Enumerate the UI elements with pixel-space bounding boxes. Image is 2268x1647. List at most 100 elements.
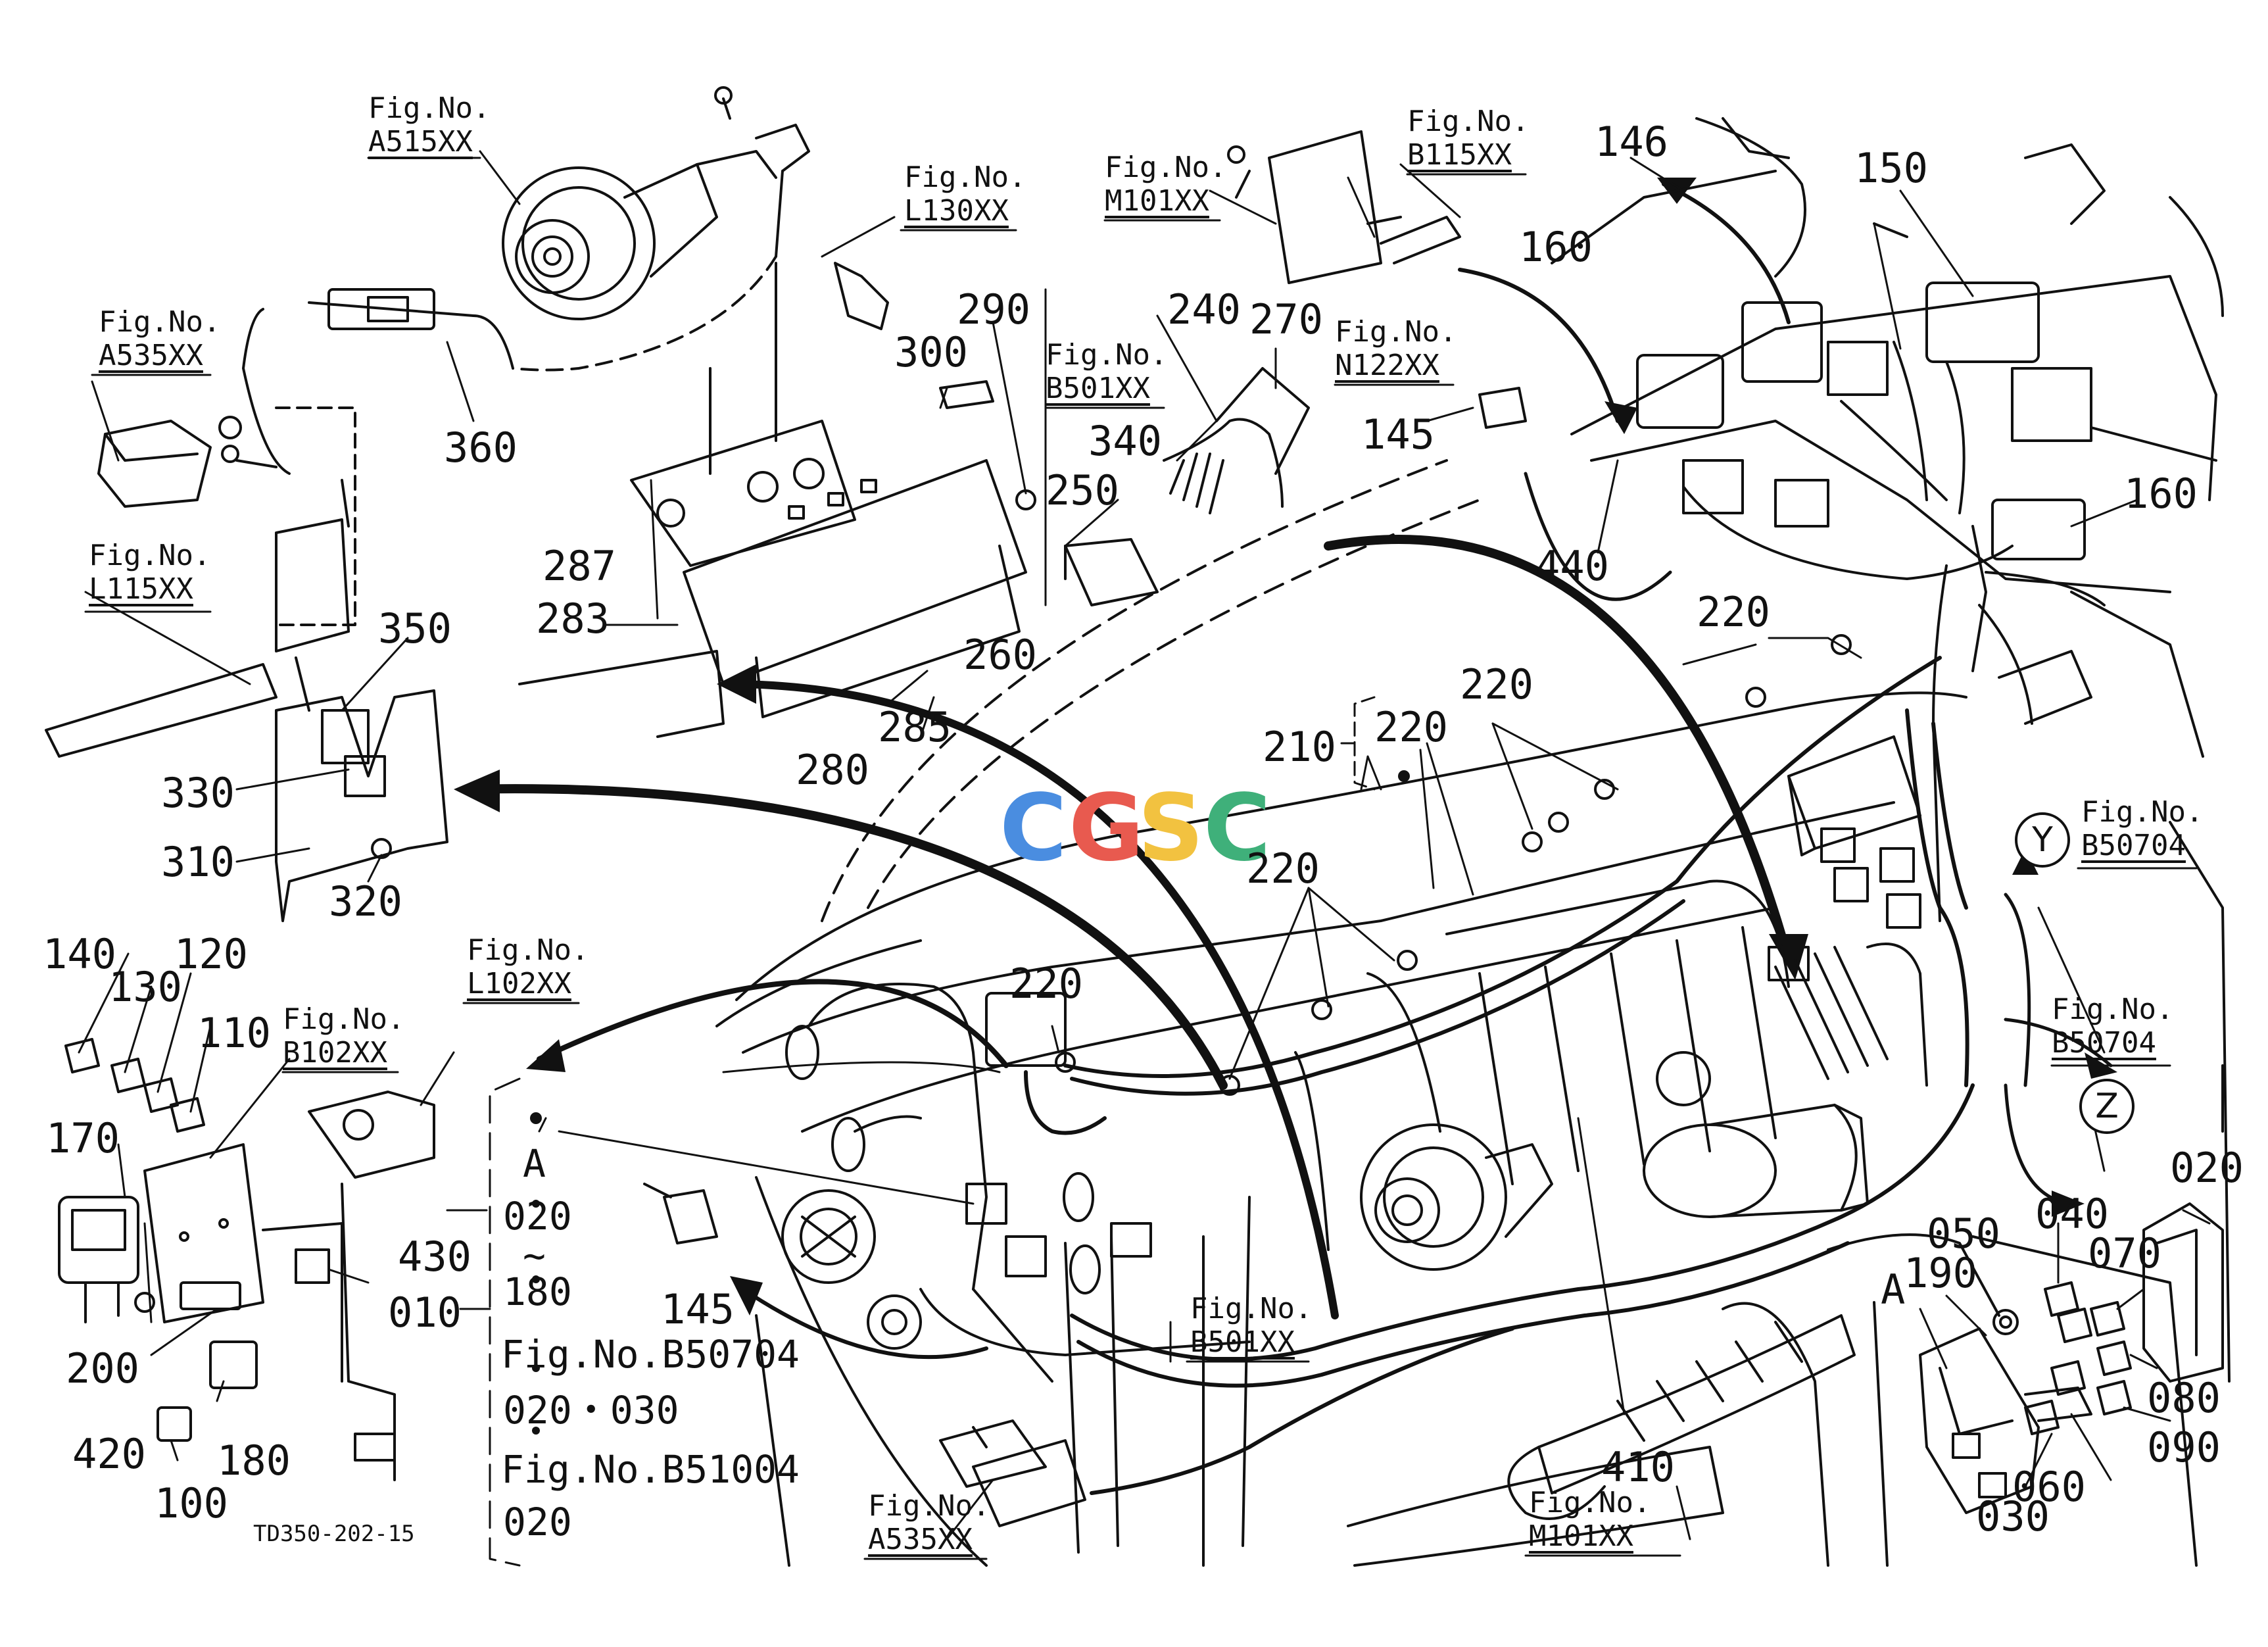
legend-dots <box>530 770 1410 1435</box>
callout-200: 200 <box>66 1344 139 1392</box>
callout-100: 100 <box>155 1479 228 1527</box>
connector-a535-lower <box>939 1419 1047 1488</box>
callout-130: 130 <box>109 963 182 1011</box>
callout-260: 260 <box>963 631 1037 679</box>
callout-283: 283 <box>536 595 610 643</box>
relay-170 <box>58 1196 139 1323</box>
watermark-cgsc: C G S C <box>1000 783 1289 881</box>
legend-range-start: 020 <box>503 1194 572 1239</box>
callout-220-a: 220 <box>1697 588 1770 636</box>
callout-440: 440 <box>1535 542 1609 590</box>
fig-ref-b501-top: Fig.No.B501XX <box>1046 338 1168 405</box>
starter-motor <box>1643 1051 1869 1218</box>
callout-290: 290 <box>957 285 1030 333</box>
legend-mark-a: A <box>523 1141 546 1186</box>
callout-080: 080 <box>2147 1374 2221 1422</box>
watermark-letter-c1: C <box>1000 775 1067 882</box>
ecu-box <box>1787 735 1921 929</box>
callout-090: 090 <box>2147 1423 2221 1471</box>
hood-outline <box>715 459 2231 1567</box>
callout-220-d: 220 <box>1246 845 1320 893</box>
callout-280: 280 <box>796 746 869 794</box>
watermark-letter-g: G <box>1069 775 1144 882</box>
callout-mark-a-fusebox: A <box>1881 1266 1906 1314</box>
callout-145-upper: 145 <box>1361 410 1435 458</box>
callout-220-c: 220 <box>1374 703 1448 751</box>
bracket-l115 <box>45 406 356 758</box>
callout-070: 070 <box>2088 1229 2161 1277</box>
callout-270: 270 <box>1249 295 1323 343</box>
fig-ref-b102: Fig.No.B102XX <box>283 1002 405 1069</box>
callout-010: 010 <box>388 1289 462 1337</box>
callout-180: 180 <box>217 1437 291 1485</box>
fig-ref-l102: Fig.No.L102XX <box>467 933 589 1000</box>
callout-330: 330 <box>161 769 235 817</box>
callout-160-upper: 160 <box>1519 223 1593 271</box>
engine-harness-top-right <box>1551 117 2224 922</box>
fig-ref-l115: Fig.No.L115XX <box>89 539 211 606</box>
leader-lines <box>78 150 2211 1540</box>
callout-110: 110 <box>197 1009 271 1057</box>
callout-160-right: 160 <box>2124 470 2198 518</box>
fig-ref-b115: Fig.No.B115XX <box>1407 105 1530 172</box>
callout-220-e: 220 <box>1009 960 1083 1008</box>
fig-ref-a535-top: Fig.No.A535XX <box>99 305 221 372</box>
fig-ref-b501-lower: Fig.No.B501XX <box>1190 1292 1313 1359</box>
legend-bracket <box>459 696 1376 1567</box>
callout-190: 190 <box>1904 1249 1977 1297</box>
callout-146: 146 <box>1595 118 1668 166</box>
watermark-letter-s: S <box>1138 775 1204 882</box>
callout-030: 030 <box>1976 1492 2050 1540</box>
connector-145-upper <box>1478 387 1527 429</box>
callout-050: 050 <box>1927 1210 2000 1258</box>
callout-060: 060 <box>2012 1463 2086 1511</box>
callout-410: 410 <box>1601 1443 1675 1491</box>
fig-ref-n122: Fig.No.N122XX <box>1335 315 1457 382</box>
ref-circle-y: Y <box>2015 812 2070 868</box>
callout-150: 150 <box>1854 144 1928 192</box>
watermark-letter-c2: C <box>1203 775 1271 882</box>
callout-170: 170 <box>46 1114 120 1162</box>
cover-plate <box>1227 130 1461 284</box>
callout-220-b: 220 <box>1460 660 1533 708</box>
underlines <box>84 157 2198 1560</box>
fig-ref-m101-lower: Fig.No.M101XX <box>1529 1486 1651 1553</box>
callout-120: 120 <box>174 930 248 978</box>
callout-310: 310 <box>161 838 235 886</box>
small-parts-bottom-left <box>134 1248 330 1442</box>
fuses-right <box>2024 1281 2132 1435</box>
alternator-lower <box>1360 1123 1553 1271</box>
legend-ref1-items: 020・030 <box>503 1388 679 1433</box>
legend-ref2: Fig.No.B51004 <box>501 1447 800 1492</box>
callout-210: 210 <box>1263 723 1336 771</box>
fusible-link <box>97 288 514 508</box>
front-lamps <box>781 983 1251 1527</box>
callout-040: 040 <box>2035 1190 2109 1238</box>
callout-287: 287 <box>543 542 616 590</box>
connector-145-lower <box>643 1183 718 1244</box>
alternator-top <box>502 86 810 372</box>
callout-350: 350 <box>378 604 452 652</box>
bracket-310 <box>275 689 448 922</box>
ref-circle-z: Z <box>2079 1079 2135 1134</box>
bracket-l102 <box>308 1091 435 1481</box>
fig-ref-m101-top: Fig.No.M101XX <box>1105 151 1227 218</box>
main-harness-210 <box>1024 656 1975 1495</box>
fuse-box-cover <box>2142 1202 2224 1383</box>
assembly-arrows <box>462 182 2113 1360</box>
legend-ref1: Fig.No.B50704 <box>501 1332 800 1377</box>
fig-ref-a535-lower: Fig.No.A535XX <box>868 1489 990 1556</box>
callout-250: 250 <box>1046 466 1119 514</box>
callout-145-lower: 145 <box>661 1285 735 1333</box>
callout-300: 300 <box>894 328 968 376</box>
harness-clamps <box>1055 634 1852 1096</box>
callout-140: 140 <box>43 930 116 978</box>
fig-ref-b50704-z: Fig.No.B50704 <box>2052 993 2174 1060</box>
spring-harness-top <box>1064 367 1310 606</box>
legend-tilde: ~ <box>523 1233 546 1278</box>
callout-430: 430 <box>398 1233 471 1281</box>
callout-285: 285 <box>878 703 952 751</box>
